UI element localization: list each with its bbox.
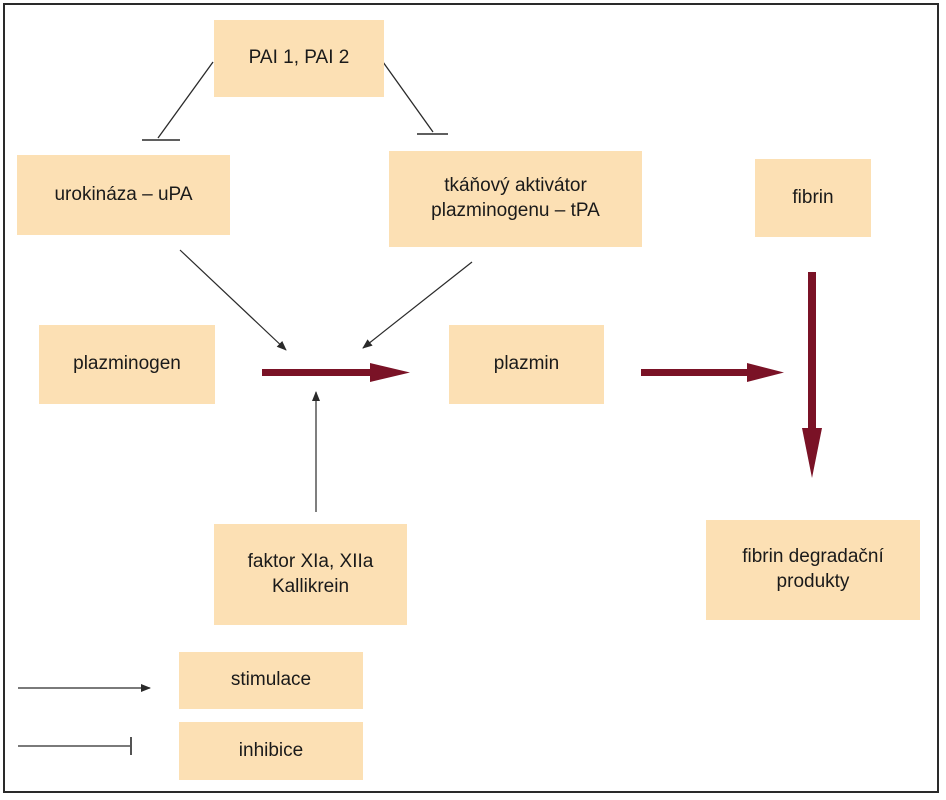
node-plazmin: plazmin bbox=[449, 325, 604, 404]
legend-inhibition-box: inhibice bbox=[179, 722, 363, 780]
node-fibrin-label: fibrin bbox=[792, 186, 834, 208]
node-pai-label: PAI 1, PAI 2 bbox=[248, 47, 350, 69]
main-arrow-shaft-fibrin bbox=[808, 272, 816, 430]
legend-stimulation-box: stimulace bbox=[179, 652, 363, 709]
stimulation-arrow-tpa bbox=[362, 261, 473, 349]
node-fdp: fibrin degradační produkty bbox=[706, 520, 920, 620]
main-arrow-head-activation bbox=[370, 363, 410, 382]
stimulation-arrow-upa bbox=[179, 249, 287, 351]
node-faktor: faktor XIa, XIIa Kallikrein bbox=[214, 524, 407, 625]
node-tpa-label: tkáňový aktivátor plazminogenu – tPA bbox=[431, 175, 600, 221]
diagram-frame bbox=[3, 3, 939, 793]
main-arrow-head-degradation bbox=[747, 363, 784, 382]
node-plazminogen: plazminogen bbox=[39, 325, 215, 404]
node-tpa: tkáňový aktivátor plazminogenu – tPA bbox=[389, 151, 642, 247]
legend-stimulation-label: stimulace bbox=[230, 669, 312, 691]
node-pai: PAI 1, PAI 2 bbox=[214, 20, 384, 97]
node-upa: urokináza – uPA bbox=[17, 155, 230, 235]
main-arrow-shaft-activation bbox=[262, 369, 372, 376]
node-plazmin-label: plazmin bbox=[493, 353, 560, 375]
main-arrow-head-fibrin bbox=[802, 428, 822, 478]
inhibition-line-pai-upa bbox=[157, 61, 214, 139]
node-fdp-label: fibrin degradační produkty bbox=[742, 546, 884, 592]
node-upa-label: urokináza – uPA bbox=[54, 183, 193, 205]
node-faktor-label: faktor XIa, XIIa Kallikrein bbox=[247, 550, 374, 597]
node-fibrin: fibrin bbox=[755, 159, 871, 237]
inhibition-line-pai-tpa bbox=[382, 61, 434, 133]
legend-inhibition-label: inhibice bbox=[238, 739, 304, 761]
main-arrow-shaft-degradation bbox=[641, 369, 749, 376]
node-plazminogen-label: plazminogen bbox=[73, 353, 181, 375]
